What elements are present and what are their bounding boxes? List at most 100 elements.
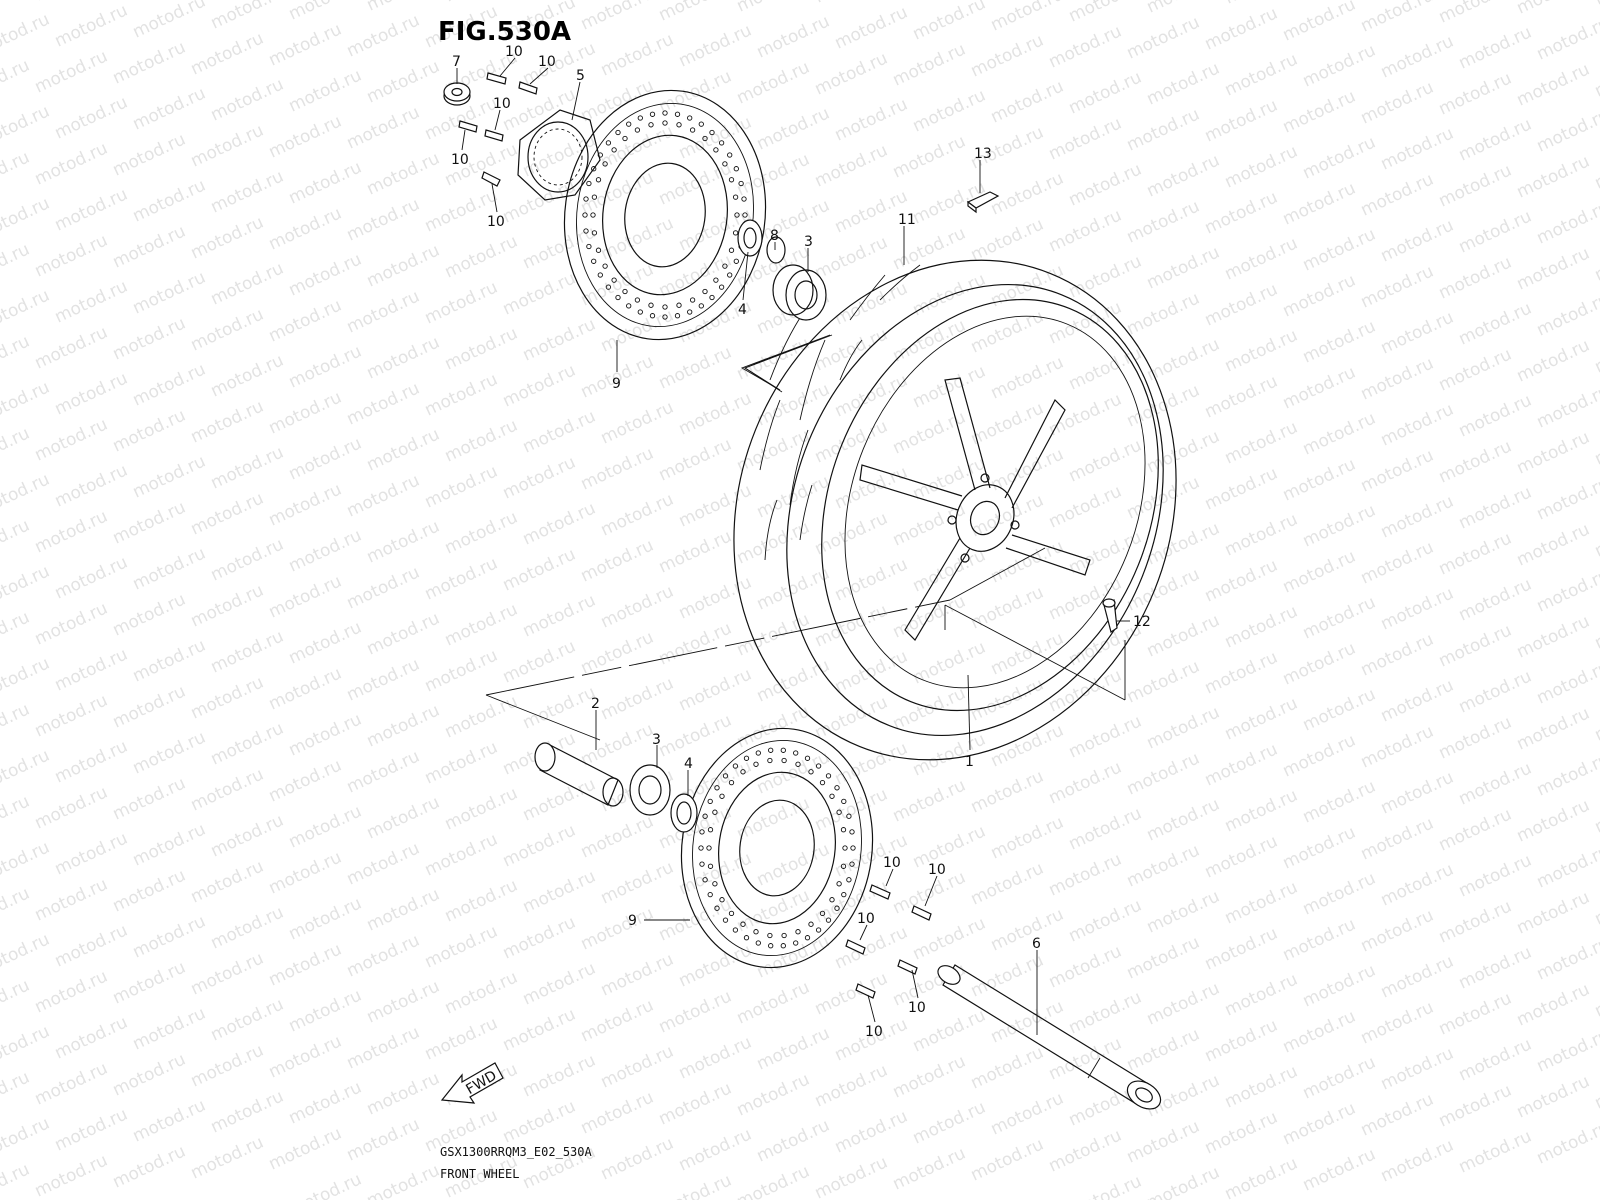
watermark-text: motod.ru bbox=[1358, 997, 1437, 1048]
watermark-text: motod.ru bbox=[1144, 0, 1223, 18]
watermark-text: motod.ru bbox=[1066, 895, 1145, 946]
watermark-text: motod.ru bbox=[1046, 205, 1125, 256]
watermark-text: motod.ru bbox=[1066, 251, 1145, 302]
watermark-text: motod.ru bbox=[988, 0, 1067, 36]
watermark-text: motod.ru bbox=[988, 904, 1067, 955]
watermark-text: motod.ru bbox=[286, 525, 365, 576]
watermark-text: motod.ru bbox=[188, 1132, 267, 1183]
watermark-text: motod.ru bbox=[1592, 510, 1600, 561]
hub-bearings-upper bbox=[737, 219, 827, 321]
watermark-text: motod.ru bbox=[0, 561, 53, 612]
watermark-text: motod.ru bbox=[734, 149, 813, 200]
disc-hole bbox=[804, 755, 811, 761]
disc-hole bbox=[741, 196, 747, 202]
watermark-text: motod.ru bbox=[812, 1152, 891, 1200]
disc-hole bbox=[815, 927, 822, 933]
leader-lines bbox=[456, 57, 1130, 1035]
watermark-text: motod.ru bbox=[344, 1022, 423, 1073]
disc-hole bbox=[808, 921, 814, 927]
watermark-text: motod.ru bbox=[130, 0, 209, 43]
disc-hole bbox=[722, 161, 728, 167]
disc-hole bbox=[702, 288, 708, 295]
balance-weight bbox=[966, 191, 1000, 214]
watermark-text: motod.ru bbox=[1046, 21, 1125, 72]
disc-hole bbox=[582, 212, 588, 218]
watermark-text: motod.ru bbox=[188, 488, 267, 539]
watermark-text: motod.ru bbox=[968, 674, 1047, 725]
watermark-text: motod.ru bbox=[1280, 638, 1359, 689]
disc-hole bbox=[846, 877, 852, 883]
watermark-text: motod.ru bbox=[1124, 196, 1203, 247]
watermark-text: motod.ru bbox=[1378, 675, 1457, 726]
watermark-text: motod.ru bbox=[1222, 693, 1301, 744]
watermark-text: motod.ru bbox=[1066, 343, 1145, 394]
disc-hole bbox=[767, 757, 773, 764]
watermark-text: motod.ru bbox=[0, 791, 33, 842]
callout-10: 10 bbox=[505, 44, 523, 60]
disc-hole bbox=[840, 863, 847, 869]
disc-hole bbox=[583, 228, 589, 234]
watermark-text: motod.ru bbox=[32, 138, 111, 189]
watermark-text: motod.ru bbox=[208, 534, 287, 585]
watermark-text: motod.ru bbox=[1358, 629, 1437, 680]
watermark-text: motod.ru bbox=[422, 461, 501, 512]
watermark-text: motod.ru bbox=[1280, 178, 1359, 229]
watermark-text: motod.ru bbox=[0, 1021, 53, 1072]
disc-hole bbox=[698, 303, 704, 309]
watermark-text: motod.ru bbox=[52, 184, 131, 235]
watermark-text: motod.ru bbox=[1514, 335, 1593, 386]
disc-hole bbox=[755, 940, 761, 946]
watermark-text: motod.ru bbox=[1534, 657, 1600, 708]
watermark-text: motod.ru bbox=[344, 562, 423, 613]
disc-hole bbox=[709, 129, 715, 136]
watermark-text: motod.ru bbox=[0, 653, 53, 704]
watermark-text: motod.ru bbox=[1456, 574, 1535, 625]
callout-10: 10 bbox=[865, 1024, 883, 1040]
watermark-text: motod.ru bbox=[1124, 104, 1203, 155]
watermark-text: motod.ru bbox=[188, 672, 267, 723]
watermark-text: motod.ru bbox=[1534, 13, 1600, 64]
watermark-text: motod.ru bbox=[1592, 1062, 1600, 1113]
watermark-text: motod.ru bbox=[1592, 50, 1600, 101]
watermark-text: motod.ru bbox=[1514, 795, 1593, 846]
watermark-text: motod.ru bbox=[1534, 289, 1600, 340]
watermark-text: motod.ru bbox=[0, 699, 33, 750]
watermark-text: motod.ru bbox=[442, 599, 521, 650]
callout-3: 3 bbox=[804, 234, 813, 250]
brake-disc-upper bbox=[563, 89, 767, 341]
disc-hole bbox=[597, 272, 603, 278]
watermark-text: motod.ru bbox=[1300, 132, 1379, 183]
disc-hole bbox=[793, 940, 799, 946]
callout-5: 5 bbox=[576, 68, 585, 84]
watermark-text: motod.ru bbox=[1144, 610, 1223, 661]
watermark-text: motod.ru bbox=[0, 883, 33, 934]
watermark-text: motod.ru bbox=[52, 552, 131, 603]
watermark-text: motod.ru bbox=[1534, 1117, 1600, 1168]
watermark-text: motod.ru bbox=[1144, 1162, 1223, 1200]
hub-bore bbox=[969, 500, 1001, 536]
watermark-text: motod.ru bbox=[1456, 114, 1535, 165]
watermark-text: motod.ru bbox=[598, 949, 677, 1000]
callout-10: 10 bbox=[493, 96, 511, 112]
watermark-text: motod.ru bbox=[0, 377, 53, 428]
watermark-text: motod.ru bbox=[676, 572, 755, 623]
watermark-text: motod.ru bbox=[364, 608, 443, 659]
disc-hole bbox=[622, 135, 628, 142]
watermark-text: motod.ru bbox=[598, 673, 677, 724]
watermark-text: motod.ru bbox=[598, 489, 677, 540]
watermark-text: motod.ru bbox=[1358, 813, 1437, 864]
watermark-text: motod.ru bbox=[832, 646, 911, 697]
watermark-text: motod.ru bbox=[208, 74, 287, 125]
watermark-text: motod.ru bbox=[656, 526, 735, 577]
watermark-text: motod.ru bbox=[1436, 160, 1515, 211]
watermark-text: motod.ru bbox=[266, 203, 345, 254]
disc-hole bbox=[637, 309, 643, 315]
watermark-text: motod.ru bbox=[422, 921, 501, 972]
disc-bolts-lower bbox=[845, 884, 932, 999]
disc-hole bbox=[753, 929, 759, 935]
disc-hole bbox=[626, 303, 632, 309]
watermark-text: motod.ru bbox=[1066, 987, 1145, 1038]
watermark-text: motod.ru bbox=[266, 19, 345, 70]
wheel-hub bbox=[955, 484, 1015, 552]
disc-hole bbox=[707, 827, 714, 833]
